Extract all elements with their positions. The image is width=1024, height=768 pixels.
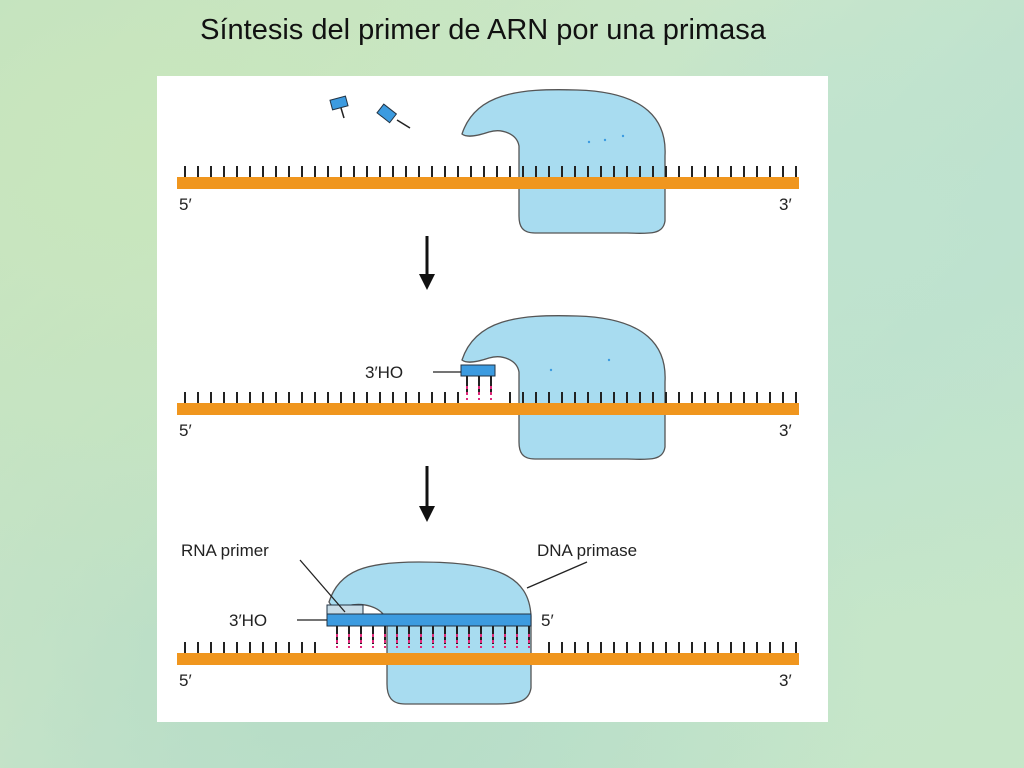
rna-primer xyxy=(326,604,532,648)
step-2: 3′HO 5′ 3′ xyxy=(177,315,799,461)
hydroxyl-label: 3′HO xyxy=(365,363,403,382)
step-arrow xyxy=(419,236,435,290)
primer-end-5-label: 5′ xyxy=(541,611,554,630)
hydroxyl-label: 3′HO xyxy=(229,611,267,630)
nucleotide-icon xyxy=(376,103,411,129)
primase-enzyme xyxy=(461,315,666,461)
dna-primase-label: DNA primase xyxy=(537,541,637,560)
dna-template-strand xyxy=(177,166,799,189)
step-1: 5′ 3′ xyxy=(177,89,799,235)
rna-primer xyxy=(460,364,496,400)
strand-end-5-label: 5′ xyxy=(179,421,192,440)
rna-primer-label: RNA primer xyxy=(181,541,269,560)
figure-panel: 5′ 3′ 3′HO xyxy=(157,76,828,722)
slide-title: Síntesis del primer de ARN por una prima… xyxy=(200,14,766,46)
step-arrow xyxy=(419,466,435,522)
strand-end-5-label: 5′ xyxy=(179,195,192,214)
strand-end-3-label: 3′ xyxy=(779,671,792,690)
step-3: RNA primer DNA primase 3′HO 5′ 5′ 3′ xyxy=(177,541,799,705)
strand-end-3-label: 3′ xyxy=(779,421,792,440)
primase-enzyme xyxy=(328,561,532,705)
primase-diagram: 5′ 3′ 3′HO xyxy=(177,89,799,705)
strand-end-5-label: 5′ xyxy=(179,671,192,690)
dna-template-strand xyxy=(177,392,799,415)
dna-template-strand xyxy=(177,642,799,665)
strand-end-3-label: 3′ xyxy=(779,195,792,214)
primase-enzyme xyxy=(461,89,666,235)
nucleotide-icon xyxy=(329,95,349,119)
